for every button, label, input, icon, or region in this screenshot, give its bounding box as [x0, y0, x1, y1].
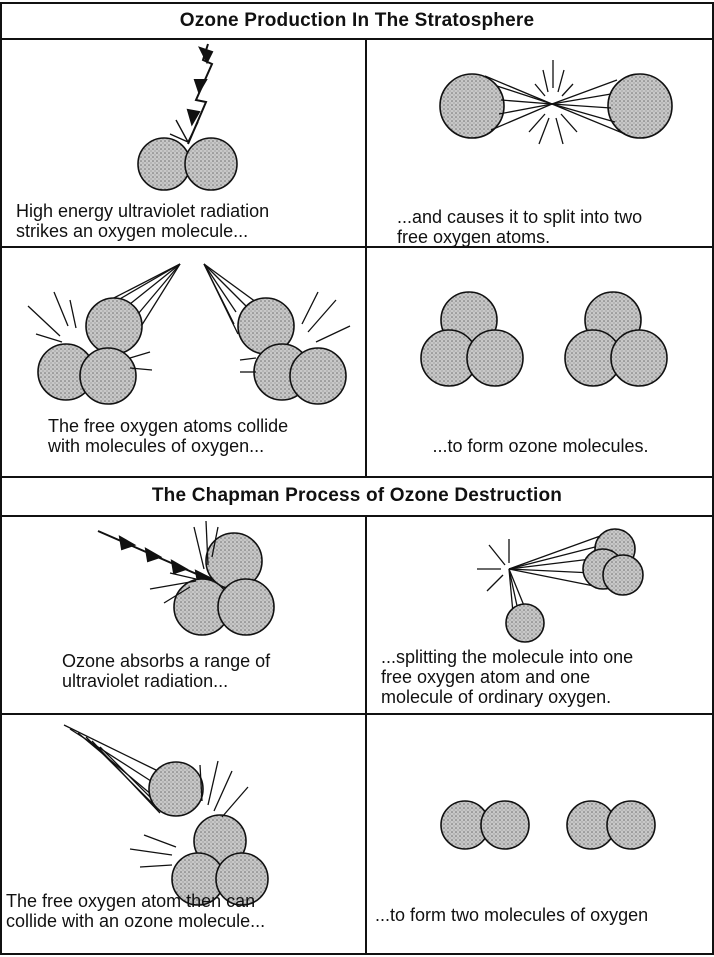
- caption: The free oxygen atoms collide with molec…: [48, 416, 288, 456]
- caption: Ozone absorbs a range of ultraviolet rad…: [62, 651, 270, 691]
- caption-line: collide with an ozone molecule...: [6, 911, 265, 931]
- burst-lines: [477, 539, 509, 591]
- panel-form-two-oxygen: ...to form two molecules of oxygen: [367, 715, 714, 955]
- caption-line: ultraviolet radiation...: [62, 671, 270, 691]
- caption-line: strikes an oxygen molecule...: [16, 221, 269, 241]
- oxygen-molecule: [138, 138, 237, 190]
- panel-form-ozone: ...to form ozone molecules.: [367, 248, 714, 476]
- motion-lines: [485, 76, 625, 134]
- caption-line: ...splitting the molecule into one: [381, 647, 633, 667]
- section-title-destruction: The Chapman Process of Ozone Destruction: [2, 478, 712, 514]
- caption: ...to form ozone molecules.: [367, 436, 714, 456]
- oxygen-molecule: [38, 344, 346, 404]
- panel-uv-strikes-oxygen: High energy ultraviolet radiation strike…: [0, 40, 365, 246]
- caption-line: The free oxygen atoms collide: [48, 416, 288, 436]
- caption-line: The free oxygen atom then can: [6, 891, 265, 911]
- panel-atoms-collide: The free oxygen atoms collide with molec…: [0, 248, 365, 476]
- burst-lines: [529, 60, 577, 144]
- oxygen-molecule: [567, 801, 655, 849]
- oxygen-molecule: [441, 801, 529, 849]
- caption-line: ...and causes it to split into two: [397, 207, 642, 227]
- ozone-molecule: [174, 533, 274, 635]
- impact-lines: [170, 120, 198, 142]
- oxygen-atom: [506, 604, 544, 642]
- caption-line: with molecules of oxygen...: [48, 436, 288, 456]
- caption-line: free oxygen atom and one: [381, 667, 633, 687]
- caption: High energy ultraviolet radiation strike…: [16, 201, 269, 241]
- panel-ozone-absorbs: Ozone absorbs a range of ultraviolet rad…: [0, 517, 365, 713]
- section-title-production: Ozone Production In The Stratosphere: [2, 3, 712, 39]
- ozone-molecule: [421, 292, 523, 386]
- panel-atom-collides-ozone: The free oxygen atom then can collide wi…: [0, 715, 365, 955]
- caption-line: molecule of ordinary oxygen.: [381, 687, 633, 707]
- uv-ray-arrow: [188, 44, 212, 144]
- caption-line: free oxygen atoms.: [397, 227, 642, 247]
- oxygen-atom: [149, 762, 203, 816]
- caption-line: High energy ultraviolet radiation: [16, 201, 269, 221]
- panel-ozone-splits: ...splitting the molecule into one free …: [367, 517, 714, 713]
- caption-line: Ozone absorbs a range of: [62, 651, 270, 671]
- caption-line: ...to form ozone molecules.: [367, 436, 714, 456]
- caption: ...to form two molecules of oxygen: [375, 905, 648, 925]
- oxygen-atom: [86, 298, 294, 354]
- caption-line: ...to form two molecules of oxygen: [375, 905, 648, 925]
- caption: ...and causes it to split into two free …: [397, 207, 642, 247]
- uv-ray-arrow: [98, 531, 212, 583]
- caption: ...splitting the molecule into one free …: [381, 647, 633, 707]
- caption: The free oxygen atom then can collide wi…: [6, 891, 265, 931]
- panel-split-into-atoms: ...and causes it to split into two free …: [367, 40, 714, 246]
- ozone-molecule: [565, 292, 667, 386]
